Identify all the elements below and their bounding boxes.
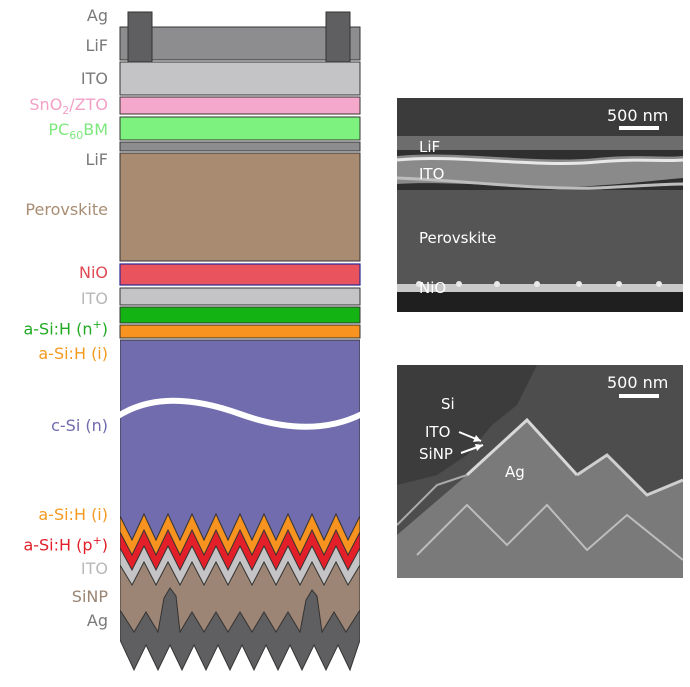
label-sub: 60 xyxy=(69,129,84,143)
label-text: SiNP xyxy=(71,587,108,606)
label-ito-bot: ITO xyxy=(81,560,108,578)
label-asih-i-top: a-Si:H (i) xyxy=(38,345,108,363)
label-rest: ) xyxy=(101,319,108,339)
label-text: a-Si:H (n xyxy=(23,319,93,339)
sem-label-si: Si xyxy=(441,395,455,413)
label-lif-top: LiF xyxy=(85,37,108,55)
label-text: PC xyxy=(48,120,70,139)
label-text: a-Si:H (p xyxy=(23,535,93,555)
sem-bottom-arrows xyxy=(458,431,484,454)
label-ag-bot: Ag xyxy=(87,612,108,630)
sem-top-texture xyxy=(397,98,683,312)
label-asih-p: a-Si:H (p+) xyxy=(23,532,108,554)
label-text: ITO xyxy=(80,559,108,578)
layer-lif-top xyxy=(119,26,361,61)
layer-pc60bm xyxy=(119,116,361,141)
ag-top-finger-right xyxy=(325,11,351,63)
label-sup: + xyxy=(92,318,102,331)
sem-top-scale-label: 500 nm xyxy=(607,106,669,125)
label-nio: NiO xyxy=(79,264,108,282)
layer-perovskite xyxy=(119,152,361,262)
label-perovskite: Perovskite xyxy=(25,201,108,219)
label-text: LiF xyxy=(85,36,108,55)
arrow-ito-head xyxy=(473,435,481,442)
label-text: Ag xyxy=(86,6,108,25)
layer-lif-mid xyxy=(119,141,361,152)
label-sup: + xyxy=(92,534,102,547)
layer-ito-top xyxy=(119,61,361,96)
label-text: Perovskite xyxy=(25,200,108,219)
label-text: a-Si:H (i) xyxy=(38,344,108,363)
layer-ito-mid xyxy=(119,287,361,306)
label-asih-n: a-Si:H (n+) xyxy=(23,316,108,338)
sem-label-perovskite: Perovskite xyxy=(419,229,497,247)
label-csi-n: c-Si (n) xyxy=(51,417,108,435)
sem-bottom-scale-bar xyxy=(619,394,659,398)
label-sub: 2 xyxy=(62,104,70,118)
sem-image-bottom: 500 nm Si ITO SiNP Ag xyxy=(397,365,683,578)
label-sinp: SiNP xyxy=(72,588,108,606)
sem-top-scale-bar xyxy=(619,126,659,130)
layer-nio xyxy=(119,263,361,286)
label-text: c-Si (n) xyxy=(51,416,108,435)
label-pc60bm: PC60BM xyxy=(48,121,108,145)
label-text: a-Si:H (i) xyxy=(38,505,108,524)
label-rest: BM xyxy=(83,120,108,139)
ag-top-finger-left xyxy=(127,11,153,63)
sem-bottom-texture xyxy=(397,365,683,578)
textured-rear-stack xyxy=(120,339,360,672)
label-ito-mid: ITO xyxy=(81,290,108,308)
label-rest: ) xyxy=(101,535,108,555)
wafer-break-line xyxy=(116,397,364,430)
label-sno2-zto: SnO2/ZTO xyxy=(29,96,108,120)
label-ito-top: ITO xyxy=(81,70,108,88)
sem-label-sinp: SiNP xyxy=(419,445,453,463)
label-lif-mid: LiF xyxy=(85,151,108,169)
sem-bottom-scale-label: 500 nm xyxy=(607,373,669,392)
label-text: ITO xyxy=(80,69,108,88)
label-text: Ag xyxy=(86,611,108,630)
label-rest: /ZTO xyxy=(69,95,108,114)
layer-asih-n xyxy=(119,306,361,324)
label-ag-top: Ag xyxy=(87,7,108,25)
layer-sno2-zto xyxy=(119,96,361,115)
layer-asih-i-top xyxy=(119,324,361,339)
sem-label-lif: LiF xyxy=(419,138,441,156)
label-text: ITO xyxy=(80,289,108,308)
sem-label-ito: ITO xyxy=(419,165,445,183)
label-text: SnO xyxy=(29,95,63,114)
label-asih-i-bot: a-Si:H (i) xyxy=(38,506,108,524)
sem-image-top: 500 nm LiF ITO Perovskite NiO xyxy=(397,98,683,312)
layer-csi-n xyxy=(120,339,360,542)
sem-label-ag: Ag xyxy=(505,463,525,481)
sem-label-nio: NiO xyxy=(419,279,447,297)
sem-label-ito2: ITO xyxy=(425,423,451,441)
label-text: NiO xyxy=(78,263,108,282)
arrow-sinp-head xyxy=(475,444,483,451)
label-text: LiF xyxy=(85,150,108,169)
